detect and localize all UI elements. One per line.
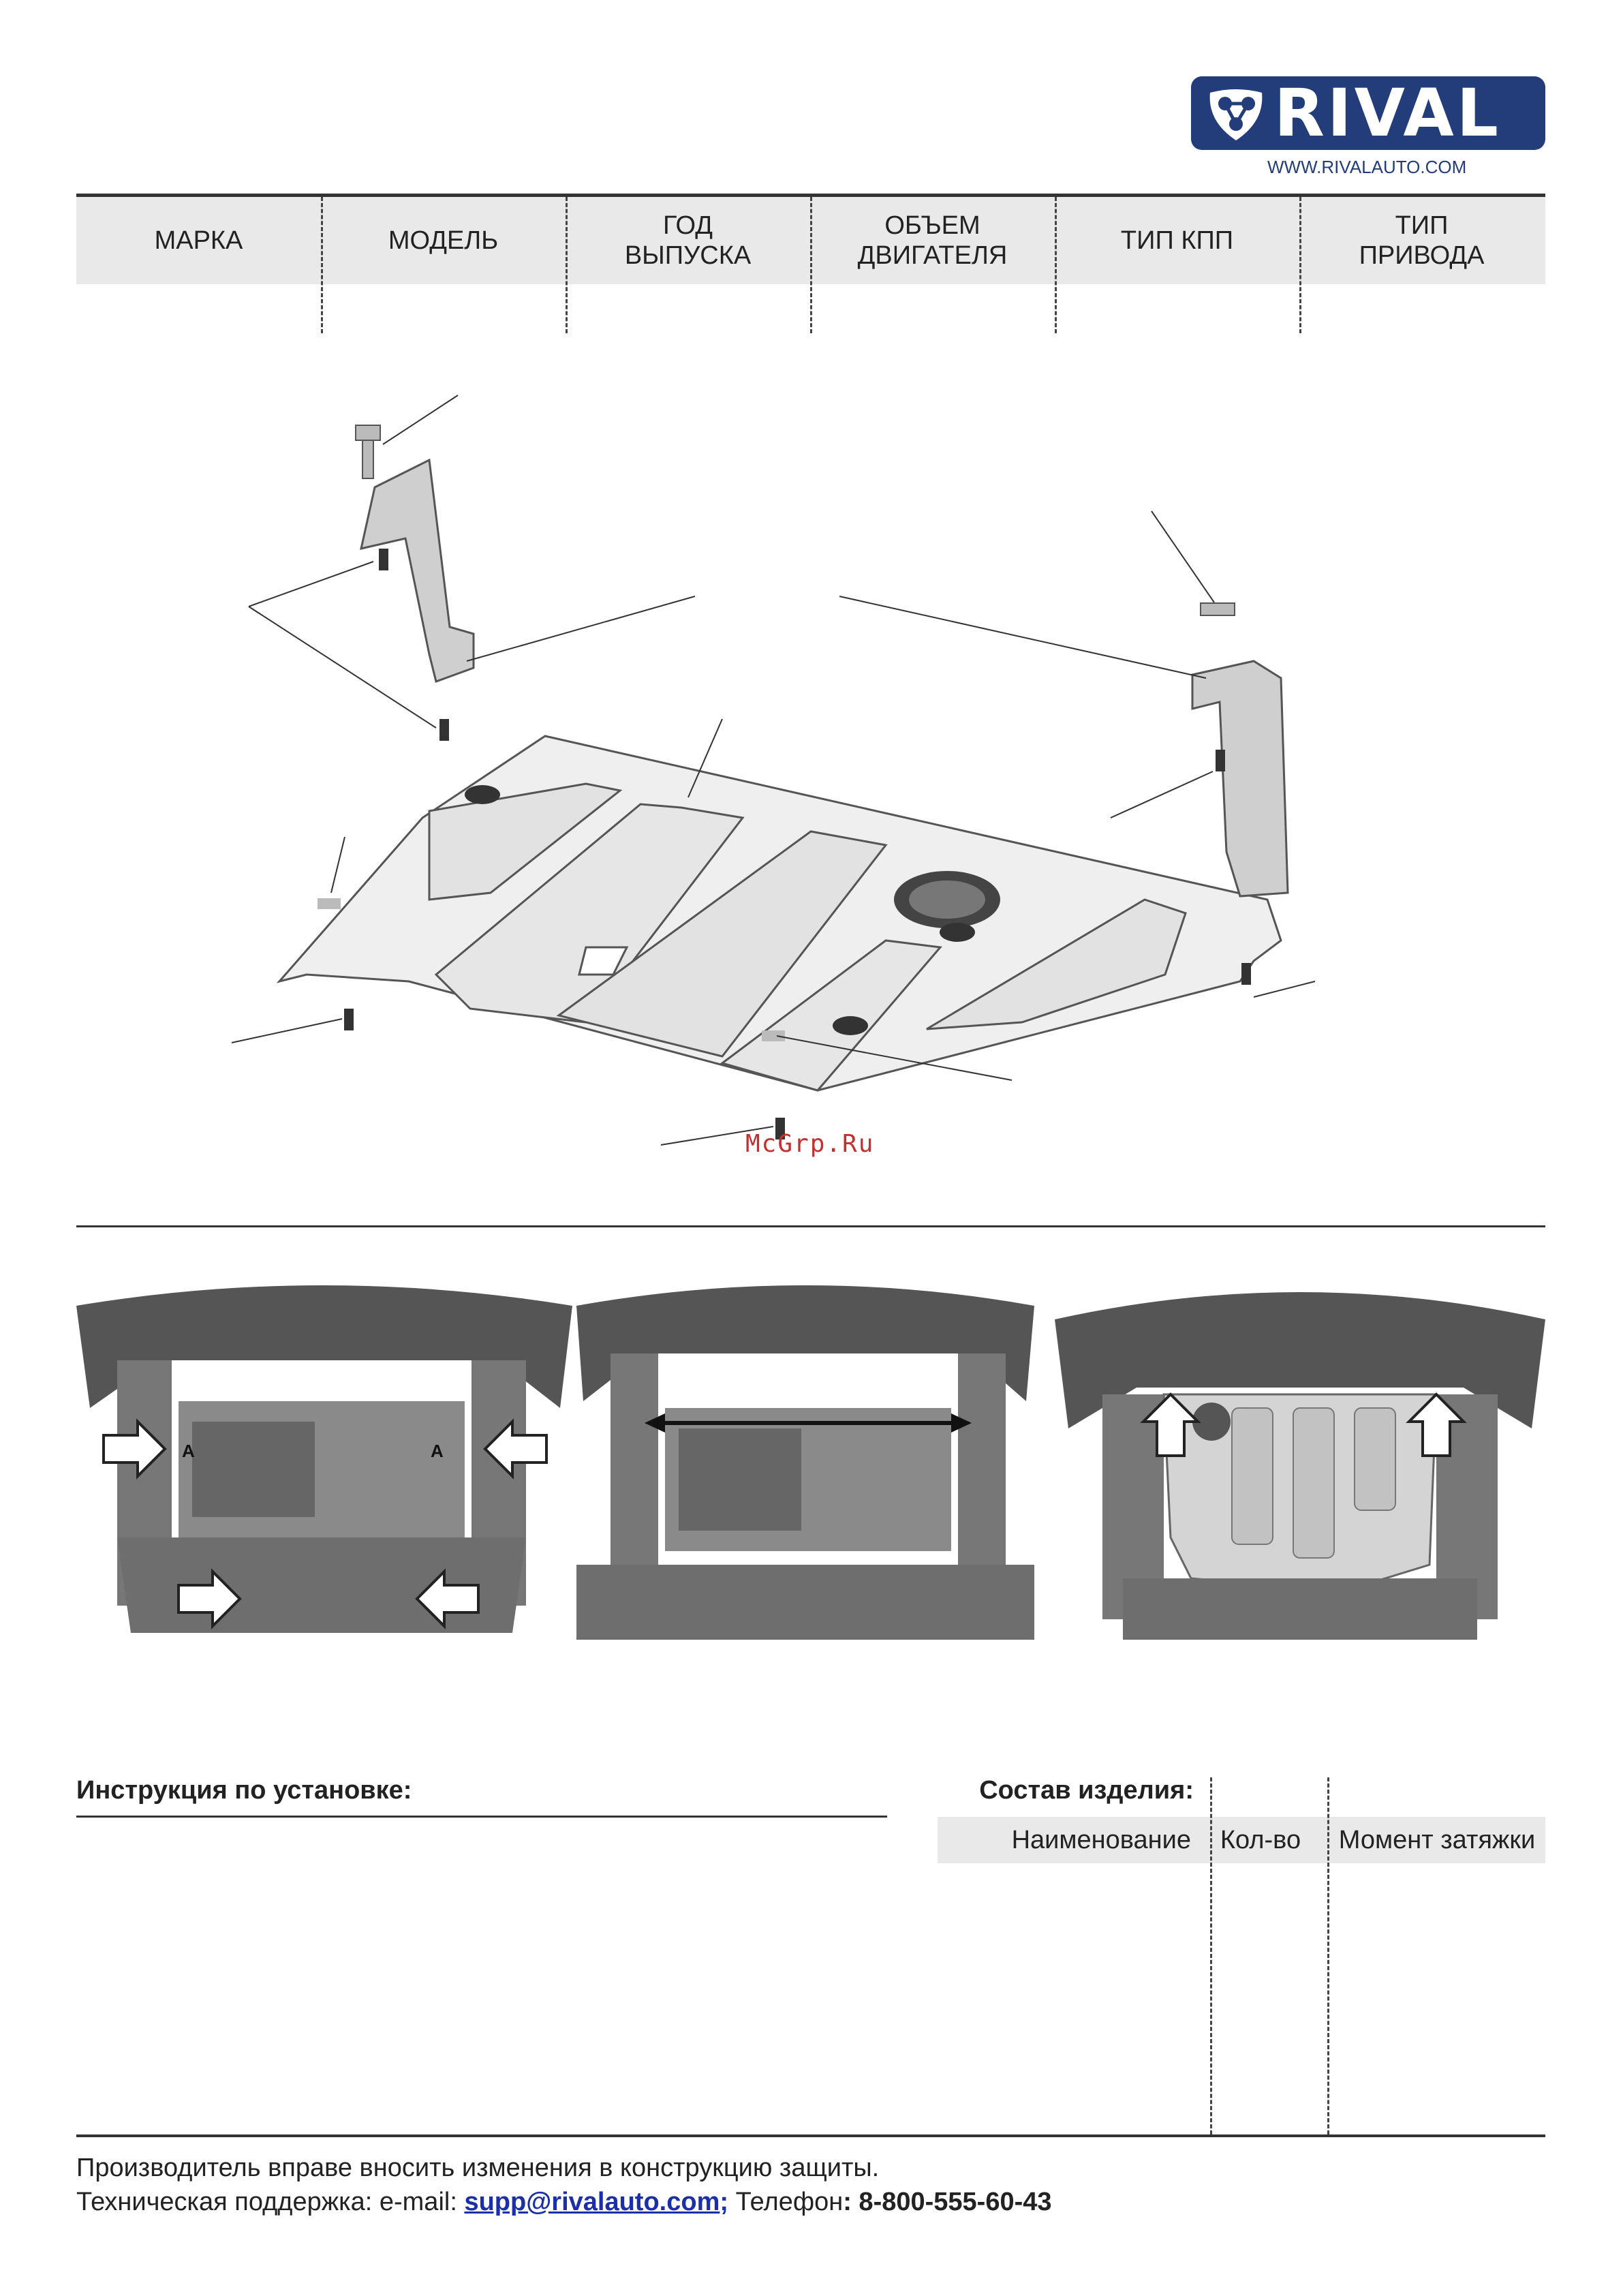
header-engine-volume: ОБЪЕМ ДВИГАТЕЛЯ bbox=[857, 211, 1008, 270]
footer-rule bbox=[76, 2134, 1545, 2137]
logo-wordmark: RIVAL bbox=[1274, 75, 1501, 151]
exploded-assembly-drawing bbox=[231, 395, 1316, 1146]
svg-text:A: A bbox=[431, 1441, 444, 1461]
column-divider bbox=[1299, 197, 1301, 333]
column-name: Наименование bbox=[1011, 1825, 1191, 1854]
support-label: Техническая поддержка: e-mail: bbox=[76, 2188, 465, 2216]
column-divider bbox=[1210, 1777, 1212, 2134]
footer-support: Техническая поддержка: e-mail: supp@riva… bbox=[76, 2188, 1052, 2217]
composition-title: Состав изделия: bbox=[979, 1776, 1194, 1805]
install-photo-3 bbox=[1055, 1279, 1545, 1647]
column-divider bbox=[566, 197, 568, 333]
support-email-link[interactable]: supp@rivalauto.com bbox=[464, 2188, 720, 2216]
footer-notice: Производитель вправе вносить изменения в… bbox=[76, 2154, 880, 2182]
skid-plate bbox=[276, 735, 1282, 1092]
logo-emblem-icon bbox=[1209, 89, 1263, 140]
fasteners bbox=[318, 549, 1251, 1139]
svg-text:A: A bbox=[182, 1441, 195, 1461]
column-quantity: Кол-во bbox=[1220, 1825, 1301, 1854]
header-gearbox: ТИП КПП bbox=[1120, 226, 1234, 255]
right-bracket bbox=[1191, 602, 1289, 898]
column-divider bbox=[1055, 197, 1057, 333]
install-photo-2 bbox=[576, 1279, 1034, 1647]
header-year: ГОД ВЫПУСКА bbox=[624, 211, 752, 270]
header-brand: МАРКА bbox=[154, 226, 243, 255]
vehicle-underside-photo bbox=[1055, 1279, 1545, 1647]
composition-header-band bbox=[938, 1817, 1545, 1863]
column-torque: Момент затяжки bbox=[1338, 1825, 1536, 1854]
vehicle-underside-photo: A A bbox=[76, 1279, 572, 1647]
left-bracket bbox=[355, 425, 475, 683]
email-separator: ; bbox=[720, 2188, 729, 2216]
phone-number: : 8-800-555-60-43 bbox=[843, 2188, 1052, 2216]
watermark: McGrp.Ru bbox=[745, 1130, 875, 1158]
section-divider bbox=[76, 1225, 1545, 1227]
header-model: МОДЕЛЬ bbox=[388, 226, 499, 255]
install-photo-1: A A bbox=[76, 1279, 572, 1647]
column-divider bbox=[810, 197, 812, 333]
header-drive-type: ТИП ПРИВОДА bbox=[1359, 211, 1485, 270]
spec-table: МАРКА МОДЕЛЬ ГОД ВЫПУСКА ОБЪЕМ ДВИГАТЕЛЯ… bbox=[76, 194, 1545, 333]
column-divider bbox=[1327, 1777, 1329, 2134]
instructions-title: Инструкция по установке: bbox=[76, 1776, 412, 1805]
instructions-rule bbox=[76, 1816, 887, 1818]
leader-lines bbox=[231, 395, 1316, 1146]
brand-logo: RIVAL bbox=[1191, 76, 1545, 150]
spec-table-top-rule bbox=[76, 194, 1545, 197]
vehicle-underside-photo bbox=[576, 1279, 1034, 1647]
column-divider bbox=[321, 197, 323, 333]
website-link[interactable]: WWW.RIVALAUTO.COM bbox=[1267, 157, 1467, 177]
phone-label: Телефон bbox=[728, 2188, 844, 2216]
